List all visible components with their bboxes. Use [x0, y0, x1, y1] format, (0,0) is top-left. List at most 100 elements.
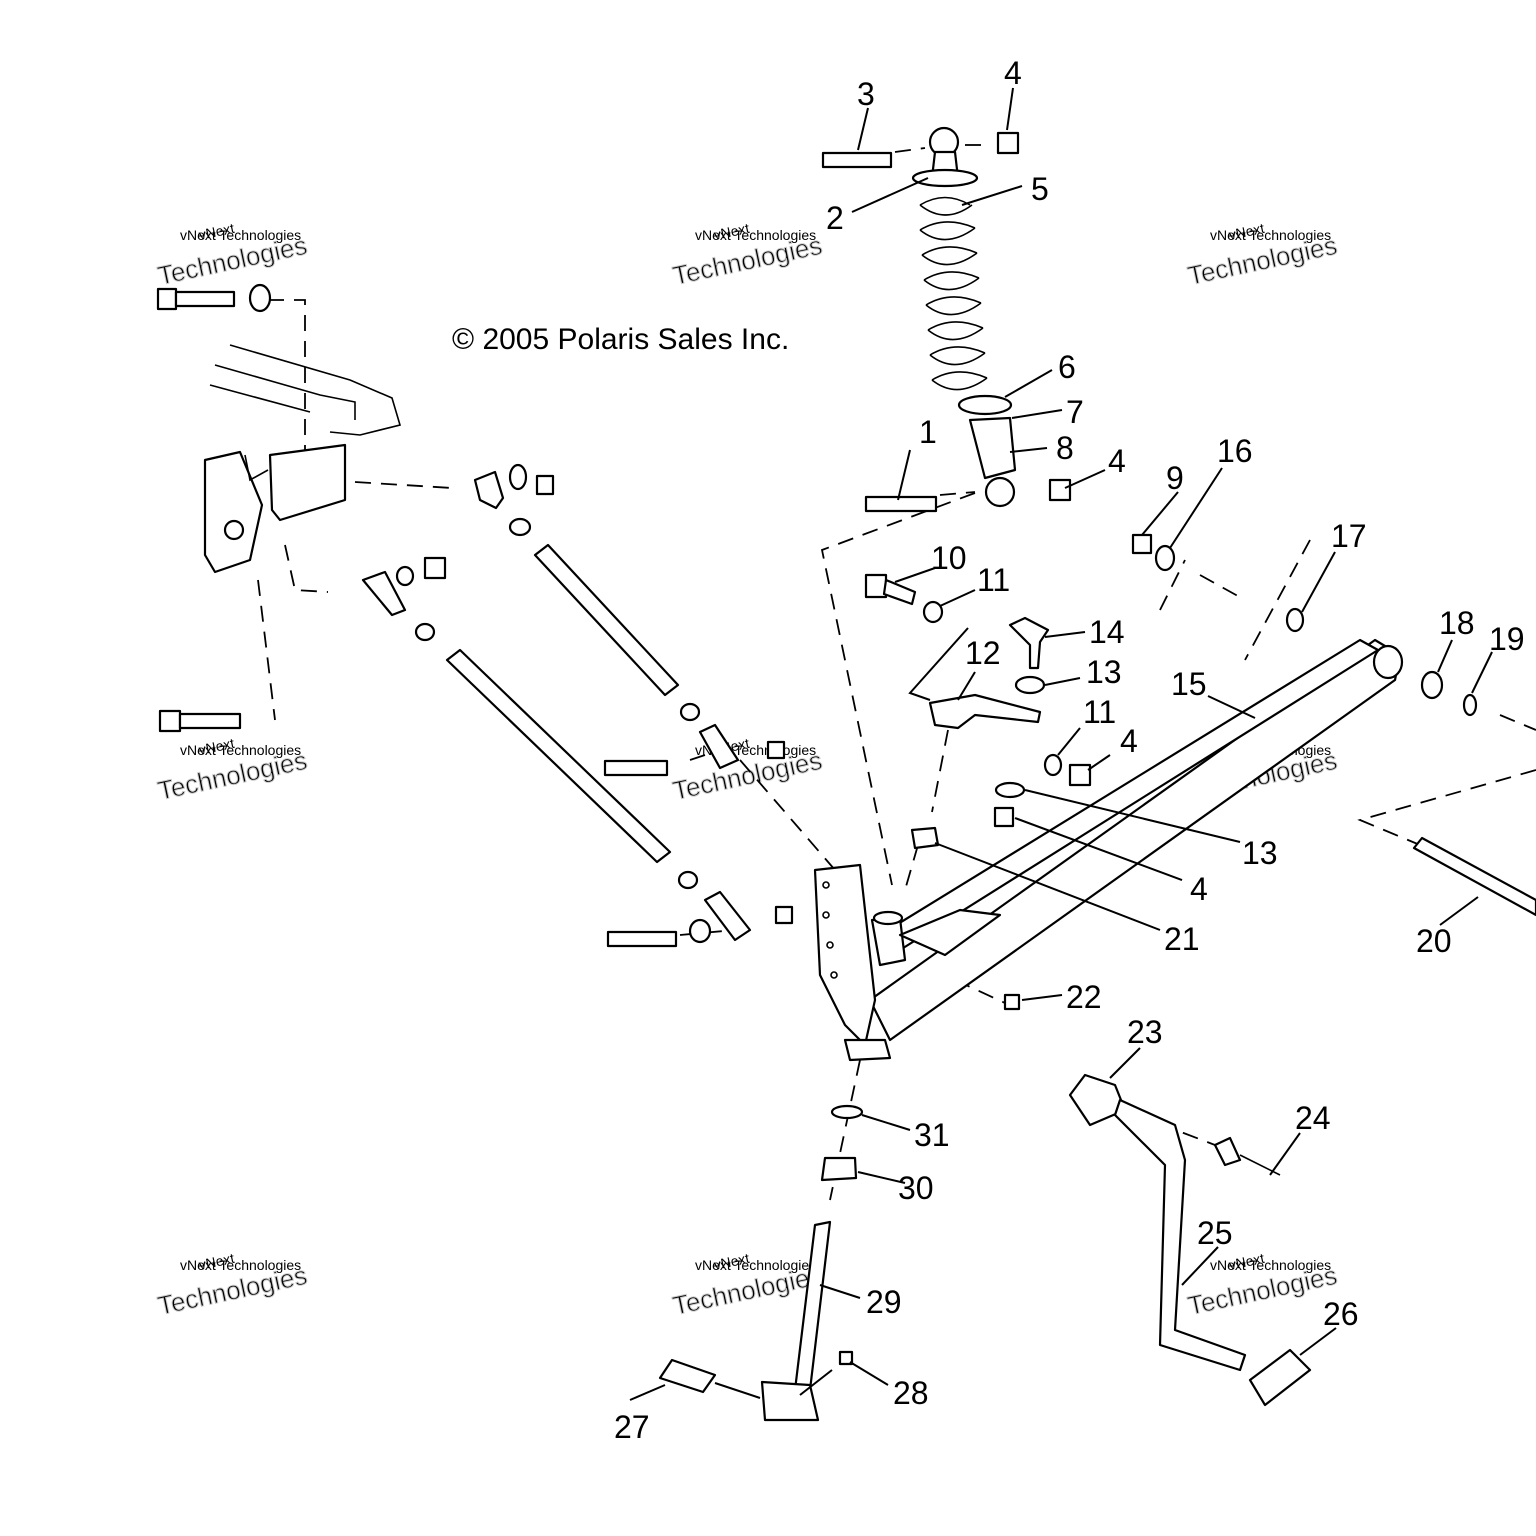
steering-post: [1113, 1098, 1247, 1372]
leader-13-top: [1044, 677, 1081, 686]
leader-12-bracket: [908, 627, 969, 701]
callout-9: 9: [1166, 460, 1184, 496]
leader-3: [857, 107, 869, 151]
grip-pad: [1248, 1348, 1312, 1407]
bolt-shank: [178, 712, 242, 730]
nut: [774, 905, 794, 925]
leader-13-lower: [1024, 789, 1241, 843]
leader-27: [629, 1384, 666, 1401]
callout-3: 3: [857, 76, 875, 112]
bolt: [606, 930, 678, 948]
watermark-line: vNext Technologies: [1210, 1257, 1331, 1273]
leader-4-lower: [1014, 817, 1183, 881]
watermark: vNext vNext Technologies Technologies: [670, 735, 826, 807]
watermark-line: vNext Technologies: [695, 227, 816, 243]
bushing: [910, 826, 940, 850]
assembly-line: [284, 544, 329, 593]
leader-1: [897, 449, 911, 501]
leader-11-lower: [1057, 727, 1081, 756]
frame-bolt-top: [156, 283, 272, 313]
leader-29: [819, 1284, 861, 1299]
watermark-line: vNext Technologies: [695, 1257, 816, 1273]
assembly-line: [939, 491, 976, 496]
spindle-lower: [658, 1104, 864, 1422]
leader-4-shock: [1064, 469, 1106, 489]
stabilizer-bar: [1412, 836, 1536, 917]
watermark-line: vNext Technologies: [180, 742, 301, 758]
spindle-base: [843, 1038, 892, 1062]
assembly-line: [894, 147, 926, 153]
steering-post-bracket: [1068, 1073, 1127, 1127]
callout-4: 4: [1120, 723, 1138, 759]
upper-link-rod: [473, 463, 786, 770]
leader-16: [1169, 467, 1223, 549]
callout-15: 15: [1171, 666, 1207, 702]
watermark: vNext vNext Technologies Technologies: [1185, 220, 1341, 292]
watermark: vNext vNext Technologies Technologies: [1185, 1250, 1341, 1322]
bolt-shank: [174, 290, 236, 308]
ski-pivot-bushing: [658, 1358, 717, 1394]
callout-14: 14: [1089, 614, 1125, 650]
leader-21: [934, 842, 1161, 931]
nut: [993, 806, 1015, 828]
assembly-line: [689, 754, 706, 761]
rod-end: [473, 470, 505, 510]
callout-1: 1: [919, 414, 937, 450]
assembly-line: [1159, 559, 1186, 611]
leader-4-arm: [1087, 754, 1111, 771]
tie-rod-end: [1008, 616, 1050, 670]
post-fitting: [1213, 1136, 1242, 1167]
washer: [1154, 544, 1176, 572]
callout-19: 19: [1489, 621, 1525, 657]
frame-bracket: [203, 344, 402, 574]
callout-17: 17: [1331, 518, 1367, 554]
frame-outline: [214, 364, 356, 420]
leader-22: [1021, 994, 1063, 1001]
callout-25: 25: [1197, 1215, 1233, 1251]
washer: [1043, 753, 1063, 777]
callout-23: 23: [1127, 1014, 1163, 1050]
callout-21: 21: [1164, 921, 1200, 957]
bushing: [1420, 670, 1444, 700]
frame-outline: [244, 454, 269, 482]
callout-13: 13: [1086, 654, 1122, 690]
nut: [1048, 478, 1072, 502]
coil-spring: [919, 204, 988, 391]
leader-17: [1301, 551, 1336, 613]
nut: [766, 740, 786, 760]
watermark-brand: vNext: [712, 1250, 750, 1273]
leader-12: [957, 671, 976, 701]
leader-25: [1181, 1246, 1219, 1286]
spring-collar: [957, 394, 1013, 416]
leader-11-top: [939, 589, 976, 607]
washer: [1014, 675, 1046, 695]
leader-5: [961, 185, 1023, 206]
callout-18: 18: [1439, 605, 1475, 641]
leader-4-top: [1006, 87, 1014, 131]
leader-18: [1437, 639, 1453, 673]
callout-13: 13: [1242, 835, 1278, 871]
washer: [994, 781, 1026, 799]
washer: [1285, 607, 1305, 633]
leader-lines: [629, 87, 1493, 1401]
washer: [508, 463, 528, 491]
shock-body: [968, 416, 1017, 480]
washer: [688, 918, 712, 944]
bolt: [864, 495, 938, 513]
callout-22: 22: [1066, 979, 1102, 1015]
arm-hardware: [864, 533, 1305, 1011]
assembly-line: [1244, 539, 1311, 661]
nut: [1068, 763, 1092, 787]
callout-7: 7: [1066, 394, 1084, 430]
leader-15: [1207, 695, 1256, 719]
assembly-line: [268, 299, 306, 470]
frame-mount-plate: [268, 443, 347, 522]
bolt: [603, 759, 669, 777]
assembly-line: [257, 579, 276, 721]
callout-31: 31: [914, 1117, 950, 1153]
callout-11: 11: [977, 562, 1010, 598]
watermark: vNext vNext Technologies Technologies: [670, 1250, 826, 1322]
leader-10: [894, 567, 936, 583]
spindle-hole: [830, 971, 838, 979]
grease-fitting: [838, 1350, 854, 1366]
